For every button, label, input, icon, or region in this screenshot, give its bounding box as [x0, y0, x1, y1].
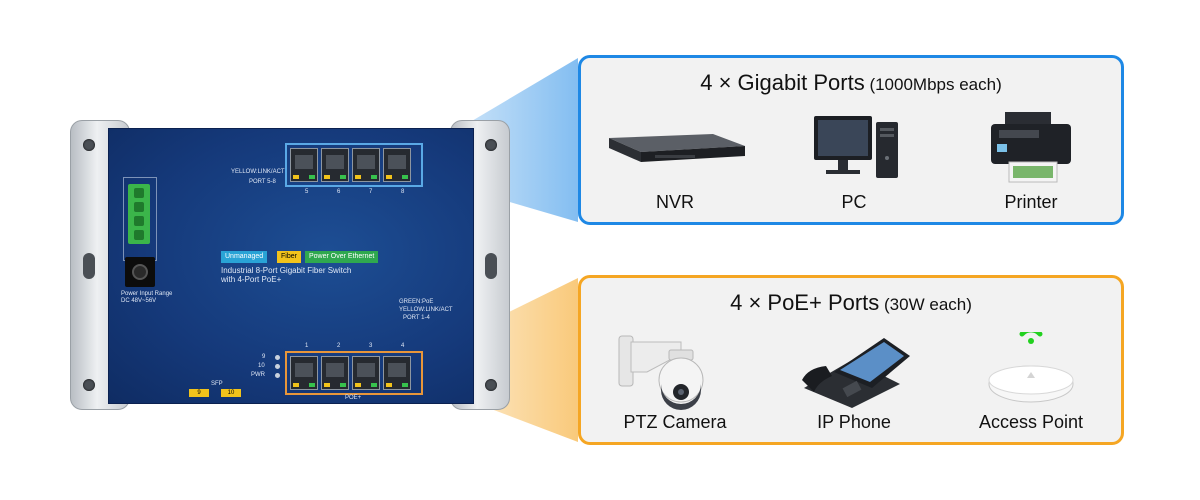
screw-hole: [485, 139, 497, 151]
fiber-tag: Fiber: [277, 251, 301, 263]
gigabit-port-group: [285, 143, 423, 187]
top-port-number: 7: [369, 189, 373, 195]
printer-label: Printer: [1004, 192, 1058, 212]
status-led-label: PWR: [251, 372, 265, 378]
pc-icon: [814, 116, 898, 178]
screw-hole: [485, 379, 497, 391]
rj45-port[interactable]: [290, 356, 318, 390]
sfp-port[interactable]: 9: [189, 389, 209, 397]
terminal-block: [128, 184, 150, 244]
product-name-line2: with 4-Port PoE+: [221, 275, 282, 284]
power-terminal: [123, 177, 157, 261]
top-port-number: 8: [401, 189, 405, 195]
gigabit-title-main: 4 × Gigabit Ports: [700, 70, 865, 95]
poe-tag: Power Over Ethernet: [305, 251, 379, 263]
gigabit-title-sub: (1000Mbps each): [864, 75, 1002, 94]
mounting-slot: [83, 253, 95, 279]
mounting-slot: [485, 253, 497, 279]
poe-port-group: [285, 351, 423, 395]
rj45-port[interactable]: [321, 148, 349, 182]
unmanaged-tag: Unmanaged: [221, 251, 268, 263]
status-led-label: 9: [262, 354, 266, 360]
poe-title-main: 4 × PoE+ Ports: [730, 290, 880, 315]
status-led-label: 10: [258, 363, 265, 369]
poe-ports-callout: 4 × PoE+ Ports (30W each) PTZ Camera IP …: [578, 275, 1124, 445]
pc-label: PC: [841, 192, 867, 212]
rj45-port[interactable]: [383, 356, 411, 390]
status-led: [275, 364, 280, 369]
rj45-port[interactable]: [321, 356, 349, 390]
poe-plus-label: POE+: [345, 395, 362, 401]
top-port-number: 6: [337, 189, 341, 195]
gigabit-ports-callout: 4 × Gigabit Ports (1000Mbps each) NVR PC: [578, 55, 1124, 225]
bottom-port-number: 3: [369, 343, 373, 349]
status-led: [275, 355, 280, 360]
top-port-caption: PORT 5-8: [249, 179, 276, 185]
screw-hole: [83, 379, 95, 391]
nvr-label: NVR: [655, 192, 694, 212]
sfp-label: SFP: [211, 381, 223, 387]
rj45-port[interactable]: [352, 148, 380, 182]
top-port-number: 5: [305, 189, 309, 195]
printer-icon: [991, 112, 1071, 183]
ip-phone-icon: [802, 338, 910, 408]
power-label-line2: DC 48V~56V: [121, 298, 157, 304]
rj45-port[interactable]: [352, 356, 380, 390]
nvr-icon: [609, 134, 745, 162]
rj45-port[interactable]: [383, 148, 411, 182]
ptz-camera-label: PTZ Camera: [623, 412, 727, 432]
dc-power-jack: [125, 257, 155, 287]
sfp-port[interactable]: 10: [221, 389, 241, 397]
screw-hole: [83, 139, 95, 151]
bottom-port-caption: PORT 1-4: [403, 315, 430, 321]
bottom-port-number: 2: [337, 343, 341, 349]
rj45-port[interactable]: [290, 148, 318, 182]
power-label-line1: Power Input Range: [121, 291, 173, 297]
bottom-led-legend-link: YELLOW:LINK/ACT: [399, 307, 453, 313]
product-name-line1: Industrial 8-Port Gigabit Fiber Switch: [221, 266, 352, 275]
industrial-switch: Power Input Range DC 48V~56V YELLOW:LINK…: [70, 120, 510, 410]
ptz-camera-icon: [618, 335, 704, 410]
access-point-label: Access Point: [978, 412, 1084, 432]
top-led-legend: YELLOW:LINK/ACT: [231, 169, 285, 175]
gigabit-title: 4 × Gigabit Ports (1000Mbps each): [581, 70, 1121, 96]
bottom-port-number: 4: [401, 343, 405, 349]
bottom-port-number: 1: [305, 343, 309, 349]
status-led: [275, 373, 280, 378]
poe-title: 4 × PoE+ Ports (30W each): [581, 290, 1121, 316]
poe-title-sub: (30W each): [879, 295, 972, 314]
ip-phone-label: IP Phone: [817, 412, 891, 432]
access-point-icon: [988, 332, 1074, 403]
bottom-led-legend-poe: GREEN:PoE: [399, 299, 434, 305]
front-panel: Power Input Range DC 48V~56V YELLOW:LINK…: [108, 128, 474, 404]
